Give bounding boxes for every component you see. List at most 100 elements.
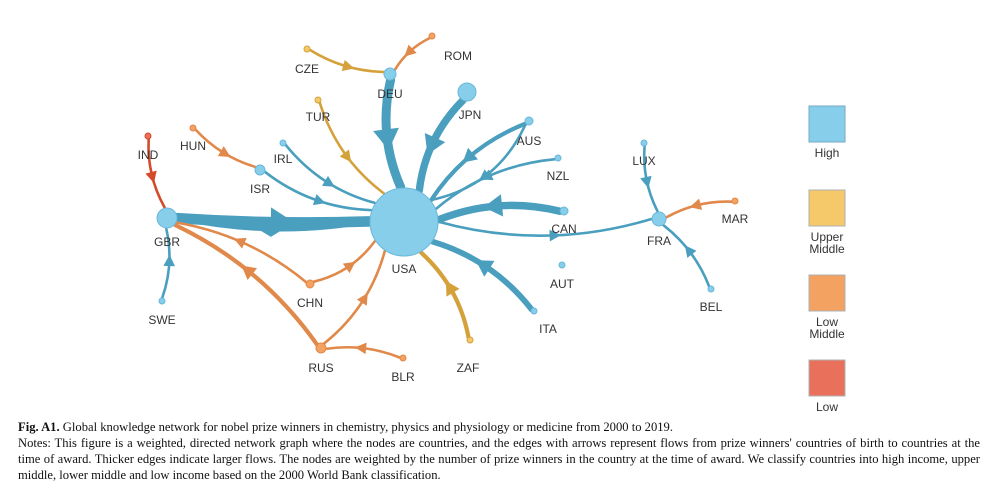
node-label-jpn: JPN <box>459 108 482 122</box>
arrowhead-rus-to-gbr <box>241 265 258 281</box>
node-label-gbr: GBR <box>154 235 180 249</box>
node-zaf <box>466 336 474 344</box>
arrowhead-aus-to-usa <box>462 147 479 163</box>
arrowhead-jpn-to-usa <box>424 133 446 155</box>
network-graph: USAGBRDEUJPNFRAISRIRLAUSNZLCANAUTITALUXB… <box>138 32 846 414</box>
legend-label-upper-middle: Middle <box>809 242 845 256</box>
edge-ita-to-usa <box>429 238 535 313</box>
node-label-aut: AUT <box>550 277 575 291</box>
edge-chn-to-gbr <box>175 221 308 284</box>
node-label-blr: BLR <box>391 370 415 384</box>
node-label-isr: ISR <box>250 182 270 196</box>
edge-aus-to-usa <box>429 121 528 203</box>
node-jpn <box>457 82 477 102</box>
legend-label-low-middle: Middle <box>809 327 845 341</box>
figure-notes: Notes: This figure is a weighted, direct… <box>18 436 980 482</box>
legend-swatch-high <box>808 105 846 143</box>
edge-rus-to-gbr <box>173 222 320 347</box>
edge-usa-to-gbr <box>175 216 373 232</box>
node-label-nzl: NZL <box>547 169 570 183</box>
node-label-bel: BEL <box>700 300 723 314</box>
node-swe <box>158 297 166 305</box>
arrowhead-zaf-to-usa <box>445 280 460 297</box>
node-label-rom: ROM <box>444 49 472 63</box>
node-label-hun: HUN <box>180 139 206 153</box>
node-label-usa: USA <box>392 262 417 276</box>
arrowhead-tur-to-usa <box>339 149 352 163</box>
arrowhead-irl-to-usa <box>321 175 335 187</box>
edge-rus-to-usa <box>322 249 387 346</box>
arrowhead-rus-to-usa <box>356 292 368 306</box>
node-gbr <box>156 207 178 229</box>
legend-label-low-middle: Low <box>816 315 838 329</box>
node-chn <box>305 279 315 289</box>
figure-caption: Fig. A1. Global knowledge network for no… <box>18 419 980 483</box>
edge-zaf-to-usa <box>418 250 471 340</box>
arrowhead-lux-to-fra <box>640 175 652 189</box>
arrowhead-gbr-to-usa <box>270 207 295 237</box>
node-label-irl: IRL <box>274 152 293 166</box>
node-isr <box>254 164 266 176</box>
node-label-swe: SWE <box>148 313 175 327</box>
node-rom <box>428 32 436 40</box>
edge-nzl-to-usa <box>435 157 557 210</box>
edge-jpn-to-usa <box>415 96 467 195</box>
node-label-fra: FRA <box>647 234 671 248</box>
arrowhead-chn-to-usa <box>342 261 356 274</box>
node-label-rus: RUS <box>308 361 333 375</box>
node-usa <box>369 187 439 257</box>
arrowhead-bel-to-fra <box>684 245 697 258</box>
node-cze <box>303 45 311 53</box>
node-irl <box>279 139 287 147</box>
legend-swatch-low <box>808 359 846 397</box>
node-label-zaf: ZAF <box>457 361 480 375</box>
arrowhead-usa-to-fra <box>549 229 562 242</box>
arrowhead-nzl-to-usa <box>480 169 494 181</box>
node-label-tur: TUR <box>306 110 331 124</box>
arrowhead-swe-to-gbr <box>163 254 176 267</box>
arrowhead-hun-to-isr <box>217 146 231 157</box>
node-label-ind: IND <box>138 148 159 162</box>
node-nzl <box>554 154 562 162</box>
arrowhead-ind-to-gbr <box>145 170 157 184</box>
figure-label: Fig. A1. <box>18 420 60 434</box>
arrowhead-deu-to-usa <box>373 127 399 151</box>
arrowhead-chn-to-gbr <box>233 237 247 249</box>
node-can <box>559 206 569 216</box>
legend-label-low: Low <box>816 400 838 414</box>
legend-label-upper-middle: Upper <box>811 230 844 244</box>
node-deu <box>383 67 397 81</box>
arrowhead-mar-to-fra <box>689 198 703 210</box>
edge-aus-to-usa <box>429 122 528 202</box>
node-blr <box>399 354 407 362</box>
node-aut <box>558 261 566 269</box>
legend-swatch-upper-middle <box>808 189 846 227</box>
arrowhead-rom-to-deu <box>404 44 417 57</box>
node-tur <box>314 96 322 104</box>
node-label-lux: LUX <box>632 154 655 168</box>
edge-isr-to-usa <box>263 170 373 212</box>
node-rus <box>315 342 327 354</box>
node-label-chn: CHN <box>297 296 323 310</box>
node-label-aus: AUS <box>517 134 542 148</box>
figure-title: Global knowledge network for nobel prize… <box>62 420 674 434</box>
node-fra <box>651 211 667 227</box>
arrowhead-blr-to-rus <box>354 342 367 355</box>
edges-layer <box>145 36 734 359</box>
node-label-cze: CZE <box>295 62 319 76</box>
node-lux <box>640 139 648 147</box>
node-bel <box>707 285 715 293</box>
arrowhead-usa-to-gbr <box>257 221 272 237</box>
node-aus <box>524 116 534 126</box>
arrowhead-can-to-usa <box>483 194 504 217</box>
node-label-can: CAN <box>551 222 576 236</box>
node-hun <box>189 124 197 132</box>
node-ind <box>144 132 152 140</box>
arrowhead-isr-to-usa <box>312 194 326 206</box>
edge-chn-to-usa <box>312 239 377 284</box>
legend-label-high: High <box>815 146 840 160</box>
legend-swatch-low-middle <box>808 274 846 312</box>
node-label-deu: DEU <box>377 87 402 101</box>
node-label-mar: MAR <box>722 212 749 226</box>
